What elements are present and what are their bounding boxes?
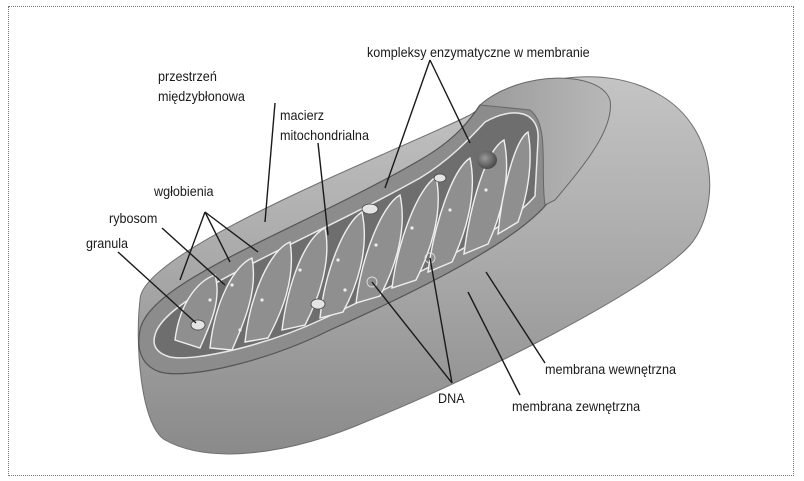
- ribosome-dot: [230, 283, 233, 286]
- end-cap-granule: [477, 151, 497, 169]
- ribosome-dot: [298, 268, 301, 271]
- label-cristae: wgłobienia: [154, 183, 214, 200]
- granule-shape: [311, 299, 325, 309]
- ribosome-dot: [374, 243, 377, 246]
- ribosome-dot: [260, 298, 263, 301]
- granule-shape: [191, 320, 205, 330]
- label-inner-membrane: membrana wewnętrzna: [545, 361, 676, 378]
- label-intermembrane-space-2: międzybłonowa: [158, 88, 245, 105]
- granule-shape: [362, 204, 378, 214]
- ribosome-dot: [208, 298, 211, 301]
- ribosome-dot: [410, 226, 413, 229]
- label-intermembrane-space-1: przestrzeń: [158, 68, 217, 85]
- label-matrix-2: mitochondrialna: [280, 127, 369, 144]
- label-granule: granula: [86, 235, 128, 252]
- ribosome-dot: [484, 188, 487, 191]
- label-dna: DNA: [438, 390, 465, 407]
- label-matrix-1: macierz: [280, 107, 324, 124]
- ribosome-dot: [336, 258, 339, 261]
- ribosome-dot: [448, 208, 451, 211]
- label-ribosome: rybosom: [109, 210, 157, 227]
- label-enzyme-complexes: kompleksy enzymatyczne w membranie: [367, 44, 590, 61]
- label-outer-membrane: membrana zewnętrzna: [512, 398, 640, 415]
- ribosome-dot: [343, 288, 346, 291]
- ribosome-dot: [238, 328, 241, 331]
- granule-shape: [434, 174, 446, 182]
